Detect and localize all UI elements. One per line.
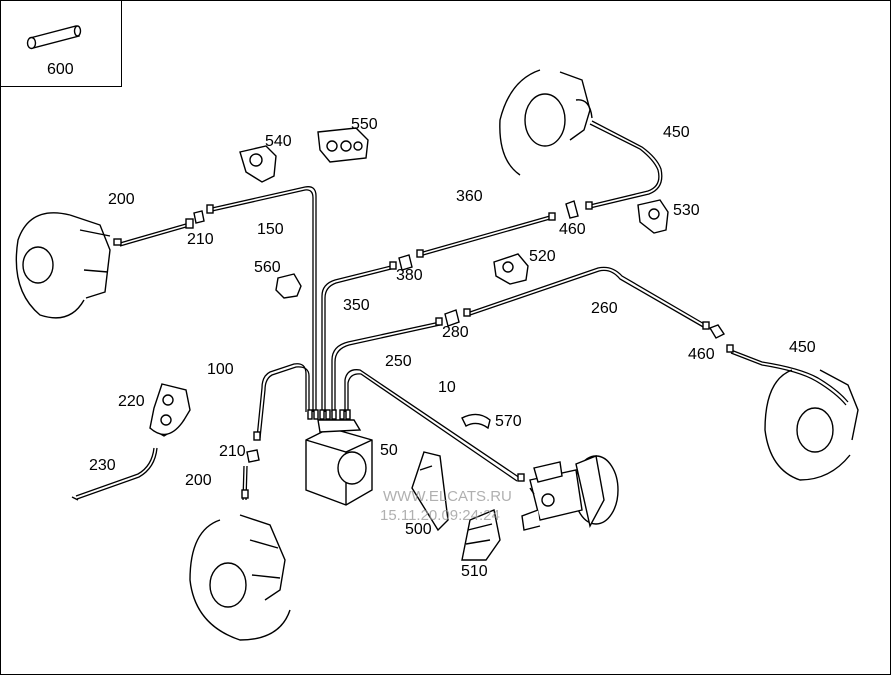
part-label-560: 560 xyxy=(254,259,281,276)
watermark-site: WWW.ELCATS.RU xyxy=(383,488,512,505)
brake-lines xyxy=(75,120,849,501)
part-label-530: 530 xyxy=(673,202,700,219)
part-label-230: 230 xyxy=(89,457,116,474)
part-label-500: 500 xyxy=(405,521,432,538)
part-label-600: 600 xyxy=(47,61,74,78)
line-fittings xyxy=(113,201,734,499)
part-label-520: 520 xyxy=(529,248,556,265)
brake-booster-drawing xyxy=(521,455,619,531)
sleeve-600-drawing xyxy=(26,25,82,50)
part-label-550: 550 xyxy=(351,116,378,133)
part-label-540: 540 xyxy=(265,133,292,150)
part-label-510: 510 xyxy=(461,563,488,580)
watermark-timestamp: 15.11.20.09:24:24 xyxy=(380,507,500,524)
bracket-clips xyxy=(193,200,726,463)
part-label-450-right: 450 xyxy=(789,339,816,356)
part-label-380: 380 xyxy=(396,267,423,284)
leader-lines xyxy=(71,487,535,501)
part-label-460-right: 460 xyxy=(688,346,715,363)
brake-discs xyxy=(15,69,859,641)
part-label-210-bottom: 210 xyxy=(219,443,246,460)
part-label-50: 50 xyxy=(380,442,398,459)
part-label-210-left: 210 xyxy=(187,231,214,248)
part-label-220: 220 xyxy=(118,393,145,410)
part-label-200-left: 200 xyxy=(108,191,135,208)
bracket-drawings xyxy=(411,451,501,561)
part-label-450-top: 450 xyxy=(663,124,690,141)
part-label-10: 10 xyxy=(438,379,456,396)
sensor-220-drawing xyxy=(149,383,191,437)
inset-box-600 xyxy=(0,0,122,87)
part-label-100: 100 xyxy=(207,361,234,378)
part-label-260: 260 xyxy=(591,300,618,317)
part-label-460-top: 460 xyxy=(559,221,586,238)
hydraulic-unit-drawing xyxy=(305,419,373,506)
part-label-280: 280 xyxy=(442,324,469,341)
part-label-250: 250 xyxy=(385,353,412,370)
part-label-200-bottom: 200 xyxy=(185,472,212,489)
part-label-570: 570 xyxy=(495,413,522,430)
mounting-blocks xyxy=(239,127,669,430)
part-label-150: 150 xyxy=(257,221,284,238)
part-label-350: 350 xyxy=(343,297,370,314)
part-label-360: 360 xyxy=(456,188,483,205)
